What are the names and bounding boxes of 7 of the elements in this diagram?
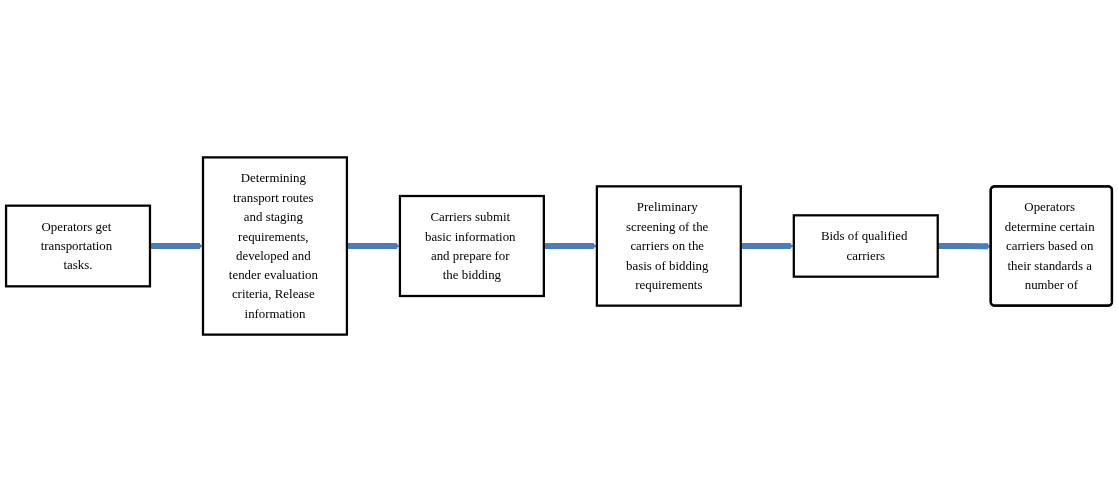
node-box: Determining transport routes and staging requirements, developed and tender evaluation criteria, Release information: [201, 156, 349, 336]
node-box: Carriers submit basic information and prepare for the bidding: [398, 194, 545, 298]
node-box: Preliminary screening of the carriers on the basis of bidding requirements: [595, 185, 742, 307]
arrow: [150, 242, 204, 250]
node-box: Operators get transportation tasks.: [4, 204, 152, 288]
arrow: [937, 242, 992, 250]
node-box: Bids of qualified carriers: [792, 214, 939, 278]
